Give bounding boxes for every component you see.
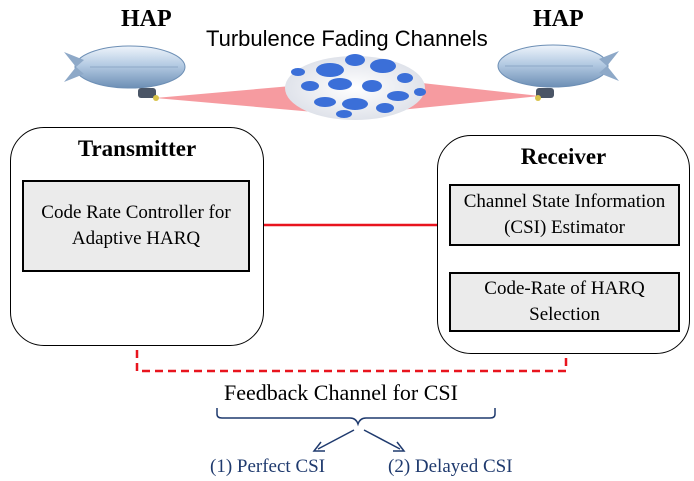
receiver-title: Receiver [520,144,607,169]
option-arrows [312,429,406,452]
csi-estimator-box: Channel State Information (CSI) Estimato… [449,184,680,246]
hap-label-left: HAP [121,6,172,32]
turbulence-cloud [285,54,426,120]
feedback-channel-label: Feedback Channel for CSI [224,380,458,405]
code-rate-selection-box: Code-Rate of HARQ Selection [449,272,680,332]
hap-label-right: HAP [533,6,584,32]
option-delayed-csi: (2) Delayed CSI [388,456,513,477]
airship-left-icon [64,45,186,101]
forward-link-arrow [250,218,452,232]
channel-title: Turbulence Fading Channels [206,26,488,51]
rate-line-1: Code-Rate of HARQ [484,278,645,299]
transmitter-title: Transmitter [77,136,197,161]
controller-line-1: Code Rate Controller for [41,202,231,223]
csi-line-1: Channel State Information [463,191,666,212]
csi-line-2: (CSI) Estimator [504,217,625,238]
feedback-brace [216,408,496,427]
controller-line-2: Adaptive HARQ [71,228,201,249]
airship-right-icon [497,44,619,101]
option-perfect-csi: (1) Perfect CSI [210,456,326,477]
code-rate-controller-box: Code Rate Controller for Adaptive HARQ [22,180,250,272]
rate-line-2: Selection [529,304,600,325]
